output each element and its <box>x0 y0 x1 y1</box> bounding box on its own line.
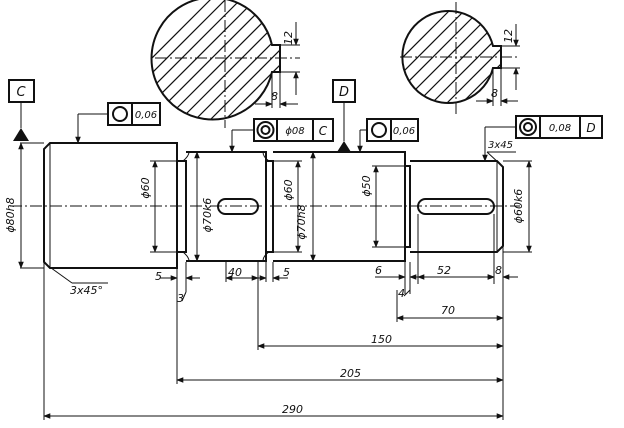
length-290-label: 290 <box>282 403 303 416</box>
runout-symbol-2-icon <box>371 122 387 138</box>
concentricity-d-outer-icon <box>519 118 537 136</box>
concentricity-frame-c-value: ϕ08 <box>285 126 304 137</box>
diameter-dims: ϕ80h8 ϕ60 ϕ70k6 ϕ60 ϕ70h8 ϕ50 ϕ60k6 <box>4 142 532 269</box>
length-3-label: 3 <box>177 292 184 305</box>
length-40-label: 40 <box>228 266 242 279</box>
concentricity-frame-c-ref: C <box>319 124 328 138</box>
chamfer-left-label: 3x45° <box>70 284 103 297</box>
diameter-70k6-label: ϕ70k6 <box>201 198 214 233</box>
concentricity-frame-d-value: 0,08 <box>549 123 571 134</box>
section-2-keyway-depth: 12 <box>502 29 515 43</box>
concentricity-frame-d: 0,08 D <box>482 115 603 162</box>
keyway-left <box>217 198 259 215</box>
length-205-label: 205 <box>340 367 361 380</box>
keyway-right <box>417 198 495 215</box>
concentricity-d-inner-icon <box>523 122 533 132</box>
section-view-1: 12 8 <box>150 0 300 128</box>
concentricity-frame-d-ref: D <box>586 121 595 135</box>
diameter-50-label: ϕ50 <box>360 175 373 196</box>
concentricity-frame-c: ϕ08 C <box>229 118 334 153</box>
length-5-b-label: 5 <box>283 266 290 279</box>
shaft-outline <box>10 142 520 269</box>
diameter-60-a-label: ϕ60 <box>139 177 152 198</box>
datum-d-letter: D <box>339 85 349 100</box>
section-1-keyway-width: 8 <box>271 90 278 103</box>
concentricity-inner-icon <box>260 125 271 135</box>
runout-frame-1: 0,06 <box>75 102 161 144</box>
length-4-label: 4 <box>398 287 405 300</box>
datum-c-letter: C <box>16 85 26 100</box>
runout-frame-1-value: 0,06 <box>135 110 157 121</box>
datum-c: C <box>8 79 35 141</box>
datum-c-triangle <box>13 128 29 141</box>
section-2-hatching <box>402 11 501 104</box>
section-2-outline <box>401 10 502 104</box>
diameter-60-b-label: ϕ60 <box>282 179 295 200</box>
concentricity-outer-icon <box>256 121 275 139</box>
section-1-outline <box>150 0 281 121</box>
chamfer-right-label: 3x45 <box>488 140 513 151</box>
length-5-a-label: 5 <box>155 270 162 283</box>
section-1-keyway-depth: 12 <box>282 31 295 45</box>
diameter-70h8-label: ϕ70h8 <box>295 204 308 239</box>
length-6-label: 6 <box>375 264 382 277</box>
section-2-keyway-width: 8 <box>491 87 498 100</box>
length-8-label: 8 <box>495 264 502 277</box>
length-150-label: 150 <box>371 333 392 346</box>
length-52-label: 52 <box>437 264 451 277</box>
diameter-80h8-label: ϕ80h8 <box>4 197 17 232</box>
runout-frame-2-value: 0,06 <box>393 126 415 137</box>
datum-d: D <box>332 79 356 152</box>
runout-symbol-icon <box>112 106 128 122</box>
section-view-2: 12 8 <box>400 2 520 115</box>
diameter-60k6-label: ϕ60k6 <box>512 189 525 224</box>
length-70-label: 70 <box>441 304 455 317</box>
runout-frame-2: 0,06 <box>357 118 419 153</box>
datum-d-triangle <box>337 141 351 152</box>
chamfer-notes: 3x45° 3x45 <box>46 140 516 297</box>
length-dims: 5 3 40 5 6 4 52 8 70 150 205 <box>43 214 518 420</box>
